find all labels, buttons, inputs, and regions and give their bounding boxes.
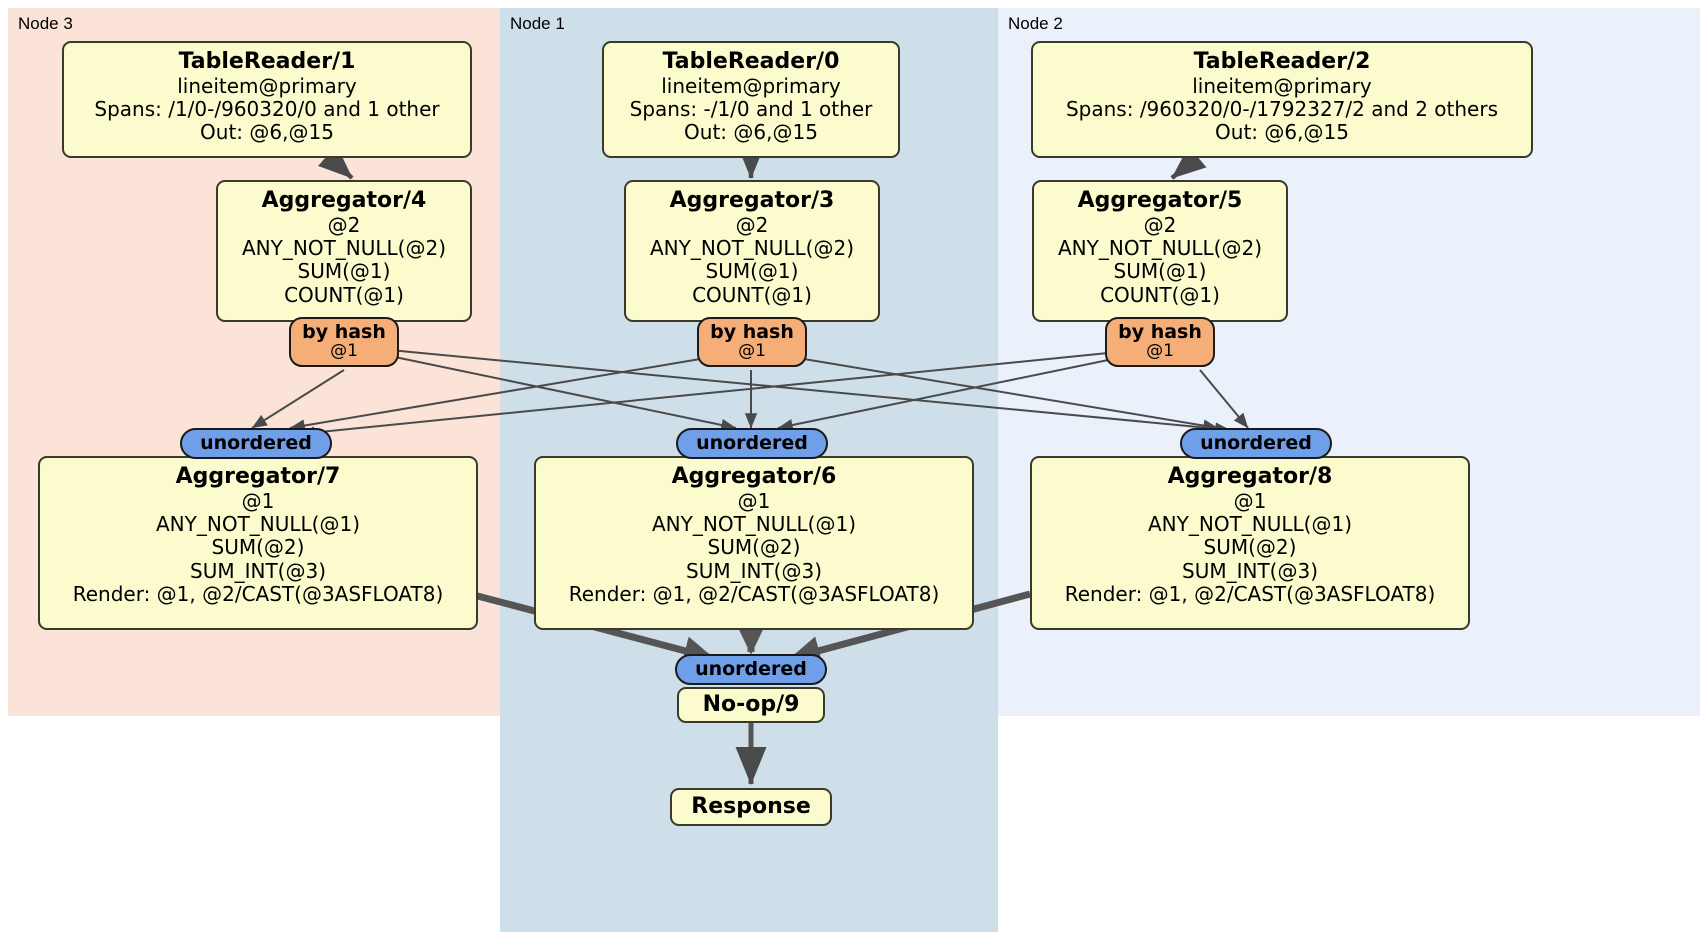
node-panel-label-node3: Node 3 <box>18 14 73 33</box>
processor-table-reader-0[interactable]: TableReader/0 lineitem@primary Spans: -/… <box>602 41 900 158</box>
processor-detail-spans: Spans: /1/0-/960320/0 and 1 other <box>94 96 440 121</box>
processor-detail-groupcols: @2 <box>1143 212 1177 237</box>
processor-detail-agg-3: COUNT(@1) <box>1100 282 1220 307</box>
processor-title: TableReader/0 <box>662 49 840 74</box>
processor-detail-agg-3: COUNT(@1) <box>284 282 404 307</box>
processor-aggregator-7[interactable]: Aggregator/7 @1 ANY_NOT_NULL(@1) SUM(@2)… <box>38 456 478 630</box>
processor-aggregator-3[interactable]: Aggregator/3 @2 ANY_NOT_NULL(@2) SUM(@1)… <box>624 180 880 322</box>
processor-detail-agg-1: ANY_NOT_NULL(@2) <box>650 235 854 260</box>
processor-aggregator-4[interactable]: Aggregator/4 @2 ANY_NOT_NULL(@2) SUM(@1)… <box>216 180 472 322</box>
processor-detail-agg-2: SUM(@2) <box>707 535 801 560</box>
node-panel-label-node1: Node 1 <box>510 14 565 33</box>
processor-detail-table: lineitem@primary <box>661 73 841 98</box>
processor-title: Aggregator/7 <box>175 464 341 489</box>
processor-detail-agg-1: ANY_NOT_NULL(@1) <box>652 511 856 536</box>
router-badge-by-hash-left[interactable]: by hash @1 <box>289 317 399 367</box>
processor-detail-agg-3: SUM_INT(@3) <box>190 558 326 583</box>
processor-detail-agg-2: SUM(@2) <box>1203 535 1297 560</box>
processor-title: Response <box>691 794 811 819</box>
processor-table-reader-1[interactable]: TableReader/1 lineitem@primary Spans: /1… <box>62 41 472 158</box>
processor-detail-agg-1: ANY_NOT_NULL(@1) <box>156 511 360 536</box>
processor-title: Aggregator/8 <box>1167 464 1333 489</box>
processor-detail-out: Out: @6,@15 <box>1215 120 1349 145</box>
processor-detail-out: Out: @6,@15 <box>684 120 818 145</box>
processor-detail-agg-1: ANY_NOT_NULL(@1) <box>1148 511 1352 536</box>
processor-title: TableReader/2 <box>1193 49 1371 74</box>
processor-aggregator-8[interactable]: Aggregator/8 @1 ANY_NOT_NULL(@1) SUM(@2)… <box>1030 456 1470 630</box>
synchronizer-badge-unordered-right[interactable]: unordered <box>1180 428 1332 459</box>
processor-detail-spans: Spans: -/1/0 and 1 other <box>629 96 873 121</box>
processor-title: No-op/9 <box>702 692 800 717</box>
processor-detail-groupcols: @2 <box>735 212 769 237</box>
processor-detail-agg-1: ANY_NOT_NULL(@2) <box>1058 235 1262 260</box>
processor-aggregator-5[interactable]: Aggregator/5 @2 ANY_NOT_NULL(@2) SUM(@1)… <box>1032 180 1288 322</box>
processor-detail-agg-3: SUM_INT(@3) <box>1182 558 1318 583</box>
processor-detail-table: lineitem@primary <box>177 73 357 98</box>
synchronizer-badge-title: unordered <box>200 431 312 454</box>
processor-no-op-9[interactable]: No-op/9 <box>677 687 825 723</box>
router-badge-column: @1 <box>330 340 358 361</box>
synchronizer-badge-unordered-left[interactable]: unordered <box>180 428 332 459</box>
router-badge-column: @1 <box>738 340 766 361</box>
processor-detail-render: Render: @1, @2/CAST(@3ASFLOAT8) <box>1064 582 1436 607</box>
processor-detail-agg-2: SUM(@2) <box>211 535 305 560</box>
processor-detail-agg-2: SUM(@1) <box>1113 259 1207 284</box>
router-badge-title: by hash <box>302 320 386 343</box>
processor-title: Aggregator/3 <box>669 188 835 213</box>
processor-detail-agg-3: COUNT(@1) <box>692 282 812 307</box>
processor-title: Aggregator/5 <box>1077 188 1243 213</box>
processor-title: TableReader/1 <box>178 49 356 74</box>
processor-detail-agg-2: SUM(@1) <box>297 259 391 284</box>
synchronizer-badge-title: unordered <box>1200 431 1312 454</box>
processor-aggregator-6[interactable]: Aggregator/6 @1 ANY_NOT_NULL(@1) SUM(@2)… <box>534 456 974 630</box>
processor-detail-render: Render: @1, @2/CAST(@3ASFLOAT8) <box>568 582 940 607</box>
processor-detail-groupcols: @1 <box>241 488 275 513</box>
router-badge-title: by hash <box>1118 320 1202 343</box>
processor-detail-groupcols: @1 <box>1233 488 1267 513</box>
synchronizer-badge-title: unordered <box>695 657 807 680</box>
synchronizer-badge-title: unordered <box>696 431 808 454</box>
processor-detail-table: lineitem@primary <box>1192 73 1372 98</box>
processor-title: Aggregator/4 <box>261 188 427 213</box>
processor-detail-spans: Spans: /960320/0-/1792327/2 and 2 others <box>1065 96 1498 121</box>
synchronizer-badge-unordered-center[interactable]: unordered <box>676 428 828 459</box>
processor-table-reader-2[interactable]: TableReader/2 lineitem@primary Spans: /9… <box>1031 41 1533 158</box>
synchronizer-badge-unordered-final[interactable]: unordered <box>675 654 827 685</box>
processor-title: Aggregator/6 <box>671 464 837 489</box>
router-badge-by-hash-center[interactable]: by hash @1 <box>697 317 807 367</box>
processor-detail-render: Render: @1, @2/CAST(@3ASFLOAT8) <box>72 582 444 607</box>
processor-detail-agg-2: SUM(@1) <box>705 259 799 284</box>
processor-detail-agg-1: ANY_NOT_NULL(@2) <box>242 235 446 260</box>
router-badge-title: by hash <box>710 320 794 343</box>
router-badge-column: @1 <box>1146 340 1174 361</box>
processor-detail-agg-3: SUM_INT(@3) <box>686 558 822 583</box>
processor-detail-out: Out: @6,@15 <box>200 120 334 145</box>
processor-detail-groupcols: @2 <box>327 212 361 237</box>
node-panel-label-node2: Node 2 <box>1008 14 1063 33</box>
router-badge-by-hash-right[interactable]: by hash @1 <box>1105 317 1215 367</box>
processor-detail-groupcols: @1 <box>737 488 771 513</box>
processor-response[interactable]: Response <box>670 788 832 826</box>
